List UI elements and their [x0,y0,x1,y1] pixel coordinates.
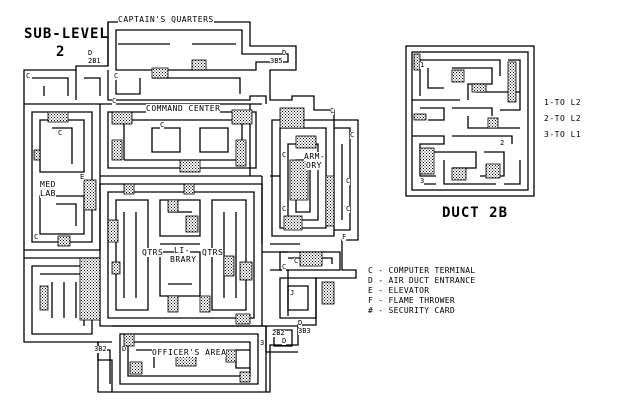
terminal-marker: C [346,177,351,185]
terminal-marker: C [282,263,287,271]
flame-thrower-marker: F [342,233,347,241]
duct-maze-blocks [413,53,517,181]
duct-marker-d: D [298,319,303,327]
duct-marker-d: D [88,49,93,57]
marker-three: 3 [260,339,265,347]
level-number: 2 [56,44,66,60]
duct-exit-num: 1 [420,61,425,69]
duct-exit-1: 1-TO L2 [544,98,582,107]
duct-exit-3: 3-TO L1 [544,130,582,139]
level-title: SUB-LEVEL [24,26,109,42]
terminal-marker: C [112,97,117,105]
terminal-marker: C [160,121,165,129]
room-armory-2: ORY [306,161,322,170]
terminal-marker: C [346,205,351,213]
terminal-marker: C [34,233,39,241]
legend-air-duct: D - AIR DUCT ENTRANCE [368,276,476,285]
terminal-marker: C [26,72,31,80]
duct-marker-d: D [282,49,287,57]
duct-marker-d: D [122,345,127,353]
room-qtrs-right: QTRS [202,248,224,257]
duct-maze-walls [405,45,535,197]
duct-code-3b2: 3B2 [94,345,107,353]
terminal-marker: C [330,107,335,115]
room-library-1: LI- [174,246,190,255]
terminal-marker: C [294,257,299,265]
room-officers-area: OFFICER'S AREA [152,348,227,357]
marker-j: J [290,289,295,297]
elevator-marker: E [80,173,85,181]
duct-exit-num: 2 [500,139,505,147]
duct-title: DUCT 2B [442,205,509,221]
legend-flame-thrower: F - FLAME THROWER [368,296,455,305]
duct-code-2b2: 2B2 [272,329,285,337]
legend-security-card: # - SECURITY CARD [368,306,455,315]
room-med-lab-2: LAB [40,189,56,198]
terminal-marker: C [114,72,119,80]
room-armory-1: ARM- [304,152,326,161]
duct-code-3b3: 3B3 [298,327,311,335]
terminal-marker: C [58,129,63,137]
legend-elevator: E - ELEVATOR [368,286,430,295]
duct-marker-d: D [282,337,287,345]
duct-exit-2: 2-TO L2 [544,114,582,123]
level-walls [23,21,359,393]
room-med-lab-1: MED [40,180,56,189]
legend-computer-terminal: C - COMPUTER TERMINAL [368,266,476,275]
terminal-marker: C [350,131,355,139]
room-qtrs-left: QTRS [142,248,164,257]
duct-exit-num: 3 [420,177,425,185]
room-captains-quarters: CAPTAIN'S QUARTERS [118,15,214,24]
duct-code-2b1: 2B1 [88,57,101,65]
terminal-marker: C [282,205,287,213]
room-library-2: BRARY [170,255,197,264]
duct-code-3b5: 3B5 [270,57,283,65]
terminal-marker: C [282,151,287,159]
dotted-blocks [33,59,335,383]
room-command-center: COMMAND CENTER [146,104,221,113]
